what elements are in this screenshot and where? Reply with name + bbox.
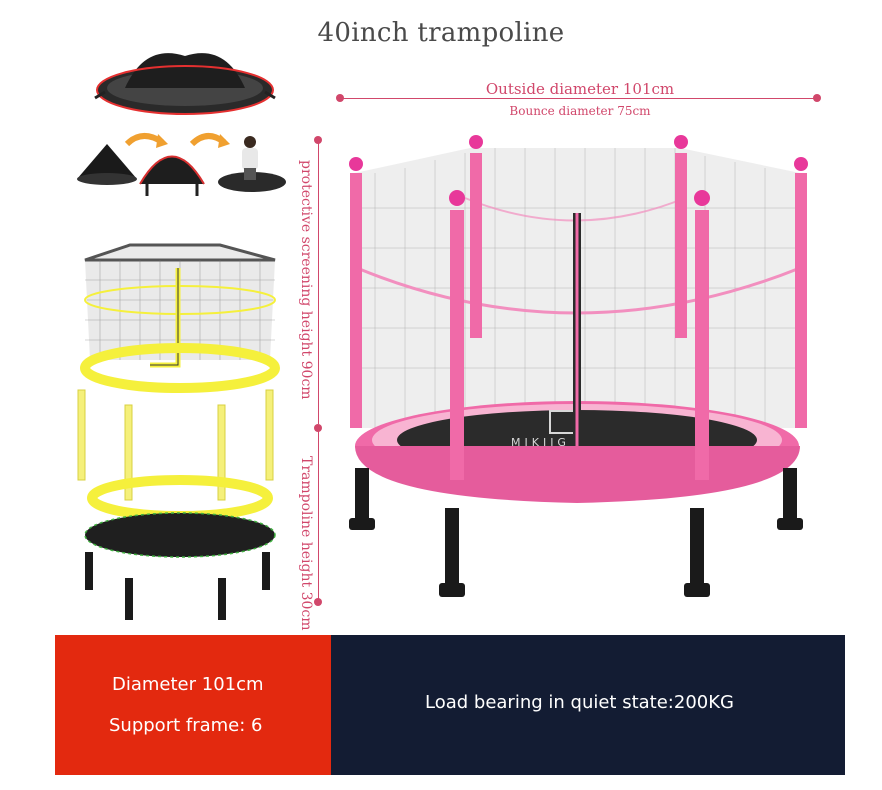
trampoline-logo-text: MIKIIG <box>511 436 570 449</box>
exploded-assembly-image <box>77 243 280 620</box>
net-height-label: protective screening height 90cm <box>298 160 314 400</box>
bounce-diameter-label: Bounce diameter 75cm <box>509 104 651 118</box>
trampoline-height-line <box>318 430 319 600</box>
spec-banner-left <box>55 635 331 775</box>
load-bearing-spec: Load bearing in quiet state:200KG <box>425 692 734 713</box>
diameter-spec: Diameter 101cm <box>112 674 264 695</box>
folding-steps-image <box>77 133 286 196</box>
outside-diameter-line <box>340 98 818 99</box>
product-title: 40inch trampoline <box>317 18 565 48</box>
outside-diameter-label: Outside diameter 101cm <box>485 80 675 98</box>
support-frame-spec: Support frame: 6 <box>109 715 263 736</box>
net-height-line <box>318 140 319 424</box>
spec-banner-right <box>331 635 845 775</box>
folded-trampoline-image <box>94 53 276 115</box>
trampoline-height-label: Trampoline height 30cm <box>298 456 314 631</box>
trampoline-height-endpoint-bottom <box>314 598 322 606</box>
dimension-endpoint-right <box>813 94 821 102</box>
net-height-endpoint-bottom <box>314 424 322 432</box>
pink-trampoline-image: MIKIIG <box>349 135 808 597</box>
